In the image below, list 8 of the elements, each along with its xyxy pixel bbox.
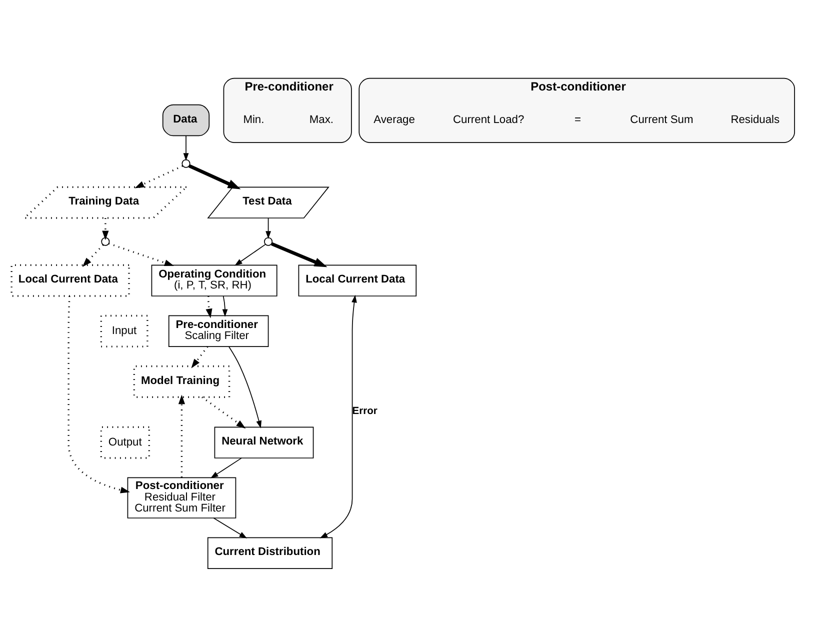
label: Average xyxy=(374,114,415,126)
label: Residuals xyxy=(730,114,780,126)
label: Current Sum xyxy=(630,114,694,126)
label: Current Load? xyxy=(453,114,524,126)
label: Min. xyxy=(243,114,264,126)
label: = xyxy=(574,114,581,126)
edge-label: Error xyxy=(352,405,378,416)
label: Max. xyxy=(309,114,334,126)
